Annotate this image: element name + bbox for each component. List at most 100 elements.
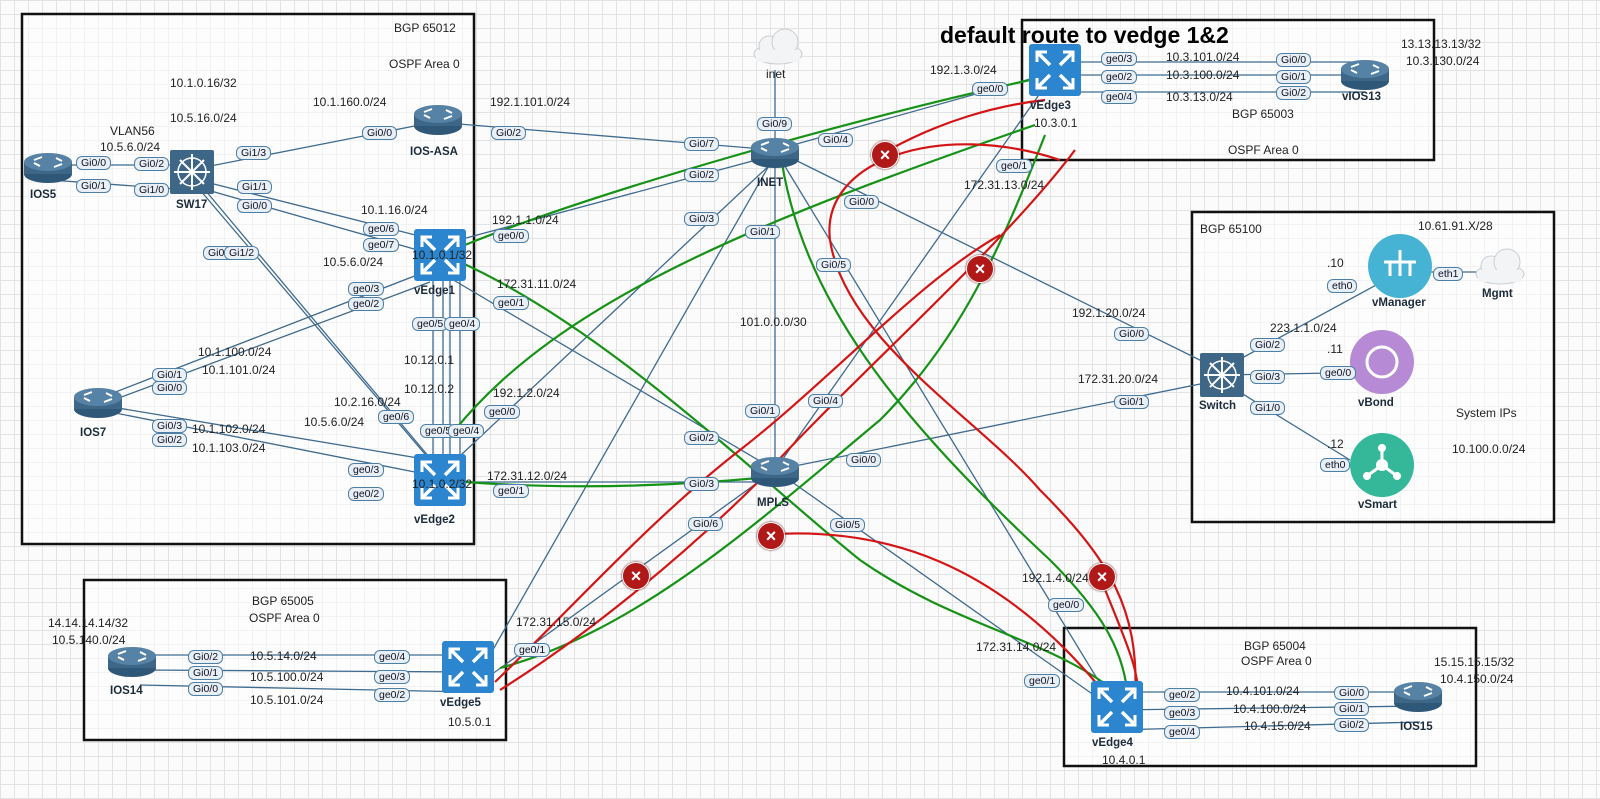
port-tag[interactable]: Gi0/2 <box>1276 86 1312 100</box>
port-tag[interactable]: ge0/0 <box>493 229 530 243</box>
port-tag[interactable]: Gi0/0 <box>362 126 398 140</box>
port-tag[interactable]: Gi0/2 <box>1250 338 1286 352</box>
router-icon-ios7[interactable] <box>73 387 123 419</box>
vedge-icon-vedge4[interactable] <box>1089 679 1145 735</box>
port-tag[interactable]: ge0/6 <box>378 410 415 424</box>
port-tag[interactable]: Gi0/0 <box>1114 327 1150 341</box>
port-tag[interactable]: Gi0/6 <box>688 517 724 531</box>
port-tag[interactable]: eth1 <box>1433 267 1464 281</box>
vedge-icon-vedge5[interactable] <box>440 639 496 695</box>
device-name: vEdge4 <box>1092 737 1133 749</box>
port-tag[interactable]: Gi0/2 <box>134 157 170 171</box>
port-tag[interactable]: eth0 <box>1320 458 1351 472</box>
port-tag[interactable]: ge0/1 <box>514 643 551 657</box>
port-tag[interactable]: Gi0/7 <box>684 137 720 151</box>
router-icon-mpls[interactable] <box>750 456 800 488</box>
port-tag[interactable]: ge0/1 <box>1024 674 1061 688</box>
vmanager-icon[interactable] <box>1368 234 1432 298</box>
port-tag[interactable]: Gi1/3 <box>236 146 272 160</box>
port-tag[interactable]: Gi0/2 <box>684 431 720 445</box>
port-tag[interactable]: ge0/5 <box>412 317 449 331</box>
port-tag[interactable]: Gi0/1 <box>745 404 781 418</box>
port-tag[interactable]: ge0/0 <box>972 82 1009 96</box>
port-tag[interactable]: ge0/0 <box>1320 366 1357 380</box>
port-tag[interactable]: Gi0/3 <box>152 419 188 433</box>
port-tag[interactable]: ge0/3 <box>348 463 385 477</box>
port-tag[interactable]: Gi0/0 <box>237 199 273 213</box>
port-tag[interactable]: Gi0/3 <box>684 477 720 491</box>
port-tag[interactable]: Gi0/1 <box>745 225 781 239</box>
network-label: 13.13.13.13/32 <box>1401 37 1482 51</box>
port-tag[interactable]: ge0/3 <box>1101 52 1138 66</box>
switch-icon-sw17[interactable] <box>169 149 215 195</box>
port-tag[interactable]: Gi0/1 <box>1114 395 1150 409</box>
port-tag[interactable]: ge0/1 <box>996 159 1033 173</box>
port-tag[interactable]: Gi0/2 <box>491 126 527 140</box>
port-tag[interactable]: ge0/4 <box>444 317 481 331</box>
port-tag[interactable]: Gi1/0 <box>1250 401 1286 415</box>
port-tag[interactable]: Gi0/0 <box>188 682 224 696</box>
network-label: 10.12.0.2 <box>404 382 455 396</box>
port-tag[interactable]: ge0/2 <box>1101 70 1138 84</box>
zone-label: OSPF Area 0 <box>249 611 320 625</box>
port-tag[interactable]: ge0/3 <box>374 670 411 684</box>
port-tag[interactable]: ge0/2 <box>348 487 385 501</box>
port-tag[interactable]: Gi0/5 <box>830 518 866 532</box>
port-tag[interactable]: ge0/6 <box>363 222 400 236</box>
port-tag[interactable]: Gi1/0 <box>134 183 170 197</box>
port-tag[interactable]: Gi0/4 <box>808 394 844 408</box>
device-name: vSmart <box>1358 499 1397 511</box>
port-tag[interactable]: Gi0/2 <box>188 650 224 664</box>
port-tag[interactable]: ge0/4 <box>374 650 411 664</box>
port-tag[interactable]: ge0/1 <box>493 296 530 310</box>
router-icon-ios-asa[interactable] <box>413 104 463 136</box>
port-tag[interactable]: ge0/2 <box>374 688 411 702</box>
port-tag[interactable]: Gi0/4 <box>818 133 854 147</box>
port-tag[interactable]: ge0/3 <box>1164 706 1201 720</box>
port-tag[interactable]: Gi0/3 <box>1250 370 1286 384</box>
router-icon-ios14[interactable] <box>107 646 157 678</box>
port-tag[interactable]: Gi0/2 <box>684 168 720 182</box>
port-tag[interactable]: Gi0/0 <box>152 381 188 395</box>
vedge-icon-vedge3[interactable] <box>1027 42 1083 98</box>
port-tag[interactable]: Gi0/0 <box>844 195 880 209</box>
port-tag[interactable]: Gi0/0 <box>1334 686 1370 700</box>
port-tag[interactable]: ge0/1 <box>493 484 530 498</box>
router-icon-ios15[interactable] <box>1393 681 1443 713</box>
port-tag[interactable]: ge0/2 <box>348 297 385 311</box>
port-tag[interactable]: Gi0/0 <box>76 156 112 170</box>
port-tag[interactable]: Gi0/2 <box>1334 718 1370 732</box>
port-tag[interactable]: Gi0/1 <box>1276 70 1312 84</box>
port-tag[interactable]: eth0 <box>1327 279 1358 293</box>
port-tag[interactable]: Gi0/2 <box>152 433 188 447</box>
port-tag[interactable]: ge0/4 <box>1101 90 1138 104</box>
port-tag[interactable]: Gi0/1 <box>188 666 224 680</box>
port-tag[interactable]: ge0/4 <box>1164 725 1201 739</box>
port-tag[interactable]: ge0/4 <box>448 424 485 438</box>
switch-icon-controllers[interactable] <box>1199 352 1245 398</box>
router-icon-ios5[interactable] <box>23 152 73 184</box>
port-tag[interactable]: ge0/0 <box>1048 598 1085 612</box>
router-icon-vios13[interactable] <box>1340 59 1390 91</box>
port-tag[interactable]: Gi0/5 <box>816 258 852 272</box>
vbond-icon[interactable] <box>1350 330 1414 394</box>
port-tag[interactable]: Gi0/1 <box>152 368 188 382</box>
port-tag[interactable]: Gi0/0 <box>1276 53 1312 67</box>
port-tag[interactable]: ge0/2 <box>1164 688 1201 702</box>
port-tag[interactable]: ge0/7 <box>363 238 400 252</box>
port-tag[interactable]: Gi1/2 <box>224 246 260 260</box>
cloud-icon-inet[interactable] <box>753 28 803 65</box>
port-tag[interactable]: Gi0/3 <box>684 212 720 226</box>
network-label: 172.31.20.0/24 <box>1078 372 1159 386</box>
port-tag[interactable]: Gi0/1 <box>1334 702 1370 716</box>
port-tag[interactable]: ge0/0 <box>484 405 521 419</box>
vsmart-icon[interactable] <box>1350 433 1414 497</box>
device-name: IOS5 <box>30 189 57 201</box>
port-tag[interactable]: Gi0/0 <box>846 453 882 467</box>
router-icon-inet[interactable] <box>750 137 800 169</box>
port-tag[interactable]: Gi0/9 <box>757 117 793 131</box>
port-tag[interactable]: Gi1/1 <box>237 180 273 194</box>
port-tag[interactable]: ge0/3 <box>348 282 385 296</box>
port-tag[interactable]: Gi0/1 <box>76 179 112 193</box>
port-tag[interactable]: ge0/5 <box>420 424 457 438</box>
